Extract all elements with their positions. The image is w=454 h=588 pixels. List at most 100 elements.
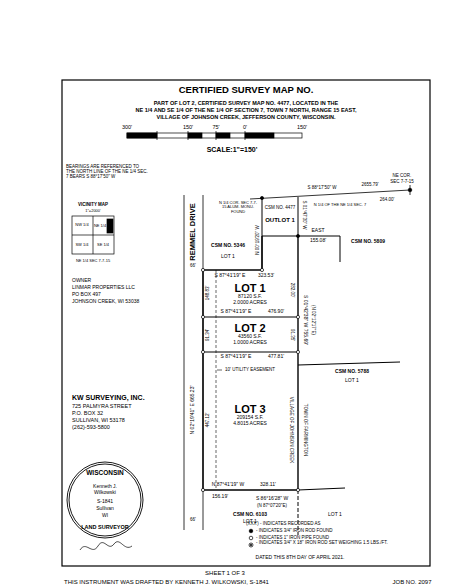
map-label: 75' bbox=[212, 124, 219, 130]
map-label: NE 1/4 bbox=[94, 224, 106, 228]
map-label: S 87°41'19" E bbox=[221, 309, 252, 315]
surveyor-seal-part bbox=[67, 462, 143, 538]
map-label: NW 1/4 bbox=[75, 223, 88, 227]
map-label: (N 02°12'17"E) bbox=[311, 305, 316, 335]
map-label: BEARINGS ARE REFERENCED TO THE NORTH LIN… bbox=[66, 165, 148, 180]
scale-bar-part bbox=[127, 133, 157, 138]
legend-symbols-part bbox=[250, 544, 252, 546]
sheet-frame bbox=[62, 80, 430, 566]
monuments-part bbox=[260, 268, 263, 271]
legend-symbols-part bbox=[249, 536, 253, 540]
map-label: LOT 1 bbox=[328, 512, 342, 518]
map-label: NE 1/4 SEC 7-7-15 bbox=[76, 259, 110, 263]
map-label: SE 1/4 bbox=[97, 243, 109, 247]
parcel-lines-part bbox=[203, 269, 262, 270]
map-label: PART OF LOT 2, CERTIFIED SURVEY MAP NO. … bbox=[154, 100, 338, 106]
map-label: JOB NO. 2097 bbox=[392, 579, 431, 586]
lot-label: LOT 3209154 S.F.4.8015 ACRES bbox=[233, 403, 267, 426]
scale-bar-part bbox=[127, 133, 302, 138]
scale-bar-part bbox=[245, 133, 274, 138]
map-label: 155.08' bbox=[310, 238, 326, 244]
map-label: SULLIVAN, WI 53178 bbox=[72, 417, 125, 423]
surveyor-seal-part bbox=[69, 464, 141, 536]
vicinity-map bbox=[72, 216, 114, 254]
map-label: CSM NO. 6103 bbox=[233, 512, 267, 518]
scale-bar-part bbox=[216, 133, 230, 138]
map-label: 725 PALMYRA STREET bbox=[72, 403, 132, 409]
parcel-lines-part bbox=[298, 362, 400, 365]
map-label: 150' bbox=[297, 124, 307, 130]
map-label: N 87°41'19" W bbox=[212, 482, 245, 488]
map-label: S-1841 bbox=[97, 499, 113, 505]
map-label: 447.12' bbox=[206, 413, 211, 428]
easement-line bbox=[216, 270, 222, 490]
legend-symbols-part bbox=[249, 529, 253, 533]
map-label: 66' bbox=[190, 518, 196, 523]
surveyor-seal-part bbox=[80, 542, 132, 550]
lot-area: 2.0000 ACRES bbox=[233, 300, 267, 306]
map-label: S 88°17'50" W bbox=[307, 186, 336, 191]
map-label: Kenneth J. Wilkowski bbox=[85, 484, 125, 495]
parcel-lines-part bbox=[262, 236, 340, 237]
parcel-lines-part bbox=[297, 236, 298, 490]
scale-bar bbox=[127, 131, 302, 140]
lot-area: 4.8015 ACRES bbox=[233, 421, 267, 427]
map-label: REMMEL DRIVE bbox=[189, 203, 197, 260]
lot-label: LOT 187120 S.F.2.0000 ACRES bbox=[233, 282, 267, 305]
map-label: NE 1/4 AND SE 1/4 OF THE NE 1/4 OF SECTI… bbox=[136, 107, 357, 113]
map-label: S 01°47'30" W bbox=[302, 200, 307, 229]
map-label: N 02°19'41" E 665.23' bbox=[190, 386, 196, 435]
map-label: 476.90' bbox=[268, 309, 284, 315]
map-label: PO BOX 497 bbox=[72, 292, 101, 298]
map-label: VILLAGE OF JOHNSON CREEK bbox=[289, 397, 294, 463]
map-label: N 00°19'20" W bbox=[256, 225, 261, 254]
map-label: 156.19' bbox=[212, 494, 228, 500]
legend-text: - INDICATES 1" IRON PIPE FOUND bbox=[256, 536, 329, 541]
map-label: 300' bbox=[122, 124, 132, 130]
parcel-lines-part bbox=[203, 316, 298, 317]
parcel-lines-part bbox=[202, 270, 203, 490]
map-label: VILLAGE OF JOHNSON CREEK, JEFFERSON COUN… bbox=[156, 114, 335, 120]
sheet-title: CERTIFIED SURVEY MAP NO. bbox=[179, 85, 314, 95]
map-label: N 1/4 OF THE NE 1/4 SEC. 7 bbox=[314, 203, 366, 207]
map-label: OWNER bbox=[72, 278, 91, 284]
map-label: 282.00' bbox=[290, 283, 295, 298]
parcel-lines-part bbox=[298, 197, 299, 236]
map-label: EAST bbox=[311, 228, 324, 234]
monuments-part bbox=[296, 488, 299, 491]
map-label: 477.81' bbox=[268, 354, 284, 360]
monuments bbox=[201, 188, 411, 491]
map-label: 10' UTILITY EASEMENT bbox=[225, 368, 275, 373]
scale-bar-part bbox=[245, 131, 246, 140]
vicinity-map-part bbox=[107, 219, 113, 233]
map-label: 148.83' bbox=[206, 286, 211, 301]
map-label: S 87°41'19" E bbox=[221, 354, 252, 360]
legend-text: - INDICATES 3/4" IRON ROD FOUND bbox=[256, 529, 333, 534]
map-label: 150' bbox=[183, 124, 193, 130]
map-label: N 1/4 COR. SEC 7-7-15 ALUM. MONU. FOUND bbox=[218, 201, 258, 214]
map-label: SCALE:1"=150' bbox=[207, 146, 258, 154]
map-label: 328.11' bbox=[260, 482, 276, 488]
parcel-lines-part bbox=[262, 198, 263, 270]
lot-area: 1.0000 ACRES bbox=[233, 340, 267, 346]
map-label: 264.00' bbox=[380, 198, 395, 203]
monuments-part bbox=[201, 488, 204, 491]
monuments-part bbox=[296, 350, 299, 353]
map-label: 91.34' bbox=[206, 329, 211, 341]
map-label: SW 1/4 bbox=[75, 243, 88, 247]
sheet-frame-part bbox=[62, 80, 430, 566]
monuments-part bbox=[408, 188, 412, 192]
map-label: CSM NO. 4477 bbox=[265, 206, 296, 211]
lot-label: LOT 243560 S.F.1.0000 ACRES bbox=[233, 322, 267, 345]
map-label: OUTLOT 1 bbox=[265, 217, 295, 224]
map-label: SEC 7-7-15 bbox=[390, 180, 414, 185]
map-label: WISCONSIN bbox=[86, 469, 124, 476]
road-lines bbox=[184, 195, 203, 530]
vicinity-map-part bbox=[72, 235, 114, 236]
map-label: CSM NO. 5809 bbox=[351, 239, 385, 245]
parcel-lines bbox=[203, 197, 400, 535]
map-label: 91.35' bbox=[290, 329, 295, 341]
legend-symbols-part bbox=[249, 543, 253, 547]
map-label: VICINITY MAP bbox=[78, 203, 108, 208]
